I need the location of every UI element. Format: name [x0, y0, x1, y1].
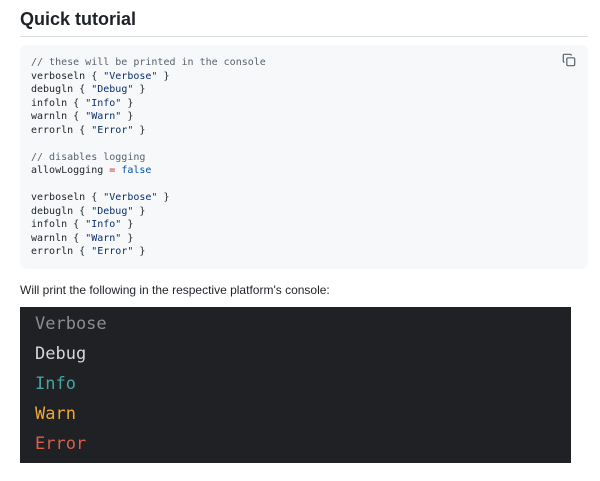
code-token: false — [121, 165, 152, 176]
code-line: verboseln { "Verbose" } — [31, 191, 266, 205]
code-token: "Warn" — [85, 111, 122, 122]
code-token: } — [121, 219, 134, 230]
code-line: infoln { "Info" } — [31, 97, 266, 111]
code-line: debugln { "Debug" } — [31, 83, 266, 97]
description-text: Will print the following in the respecti… — [20, 283, 330, 297]
code-token: "Info" — [85, 97, 122, 109]
code-line: allowLogging = false — [31, 164, 266, 178]
code-token: "Error" — [91, 246, 134, 257]
code-token: allowLogging — [31, 165, 110, 176]
code-token: } — [121, 97, 134, 109]
code-token: errorln { — [31, 124, 92, 136]
code-token: "Info" — [85, 219, 122, 230]
console-line-error: Error — [35, 434, 87, 454]
code-token: "Debug" — [91, 205, 134, 217]
code-token: debugln { — [31, 205, 92, 217]
code-line: errorln { "Error" } — [31, 245, 266, 259]
code-token: errorln { — [31, 246, 92, 257]
code-token: verboseln { — [31, 192, 104, 203]
code-token: } — [157, 70, 170, 82]
console-line-debug: Debug — [35, 344, 87, 364]
code-token: } — [133, 84, 146, 95]
code-token: "Error" — [91, 124, 134, 136]
console-line-warn: Warn — [35, 404, 76, 424]
code-token: "Verbose" — [103, 70, 158, 82]
code-token: } — [121, 232, 134, 244]
code-token: "Verbose" — [103, 192, 158, 203]
code-token: } — [133, 205, 146, 217]
code-token: } — [121, 111, 134, 122]
code-line: errorln { "Error" } — [31, 124, 266, 138]
copy-button[interactable] — [562, 53, 578, 69]
code-token: debugln { — [31, 84, 92, 95]
code-content: // these will be printed in the console v… — [31, 56, 266, 259]
code-line: verboseln { "Verbose" } — [31, 70, 266, 84]
code-line: warnln { "Warn" } — [31, 232, 266, 246]
code-line: infoln { "Info" } — [31, 218, 266, 232]
code-line — [31, 137, 266, 151]
code-line: // these will be printed in the console — [31, 56, 266, 70]
code-token: "Warn" — [85, 232, 122, 244]
code-token: // these will be printed in the console — [31, 57, 266, 68]
code-token: "Debug" — [91, 84, 134, 95]
section-heading: Quick tutorial — [20, 8, 588, 37]
code-token: // disables logging — [31, 151, 146, 163]
console-line-info: Info — [35, 374, 76, 394]
code-token: } — [133, 246, 146, 257]
code-token: verboseln { — [31, 70, 104, 82]
code-token: infoln { — [31, 219, 86, 230]
code-token: warnln { — [31, 111, 86, 122]
code-block: // these will be printed in the console v… — [20, 45, 588, 269]
code-token: = — [109, 165, 116, 176]
code-line: // disables logging — [31, 151, 266, 165]
code-line: warnln { "Warn" } — [31, 110, 266, 124]
code-token: } — [133, 124, 146, 136]
copy-icon — [562, 53, 576, 67]
console-line-verbose: Verbose — [35, 314, 107, 334]
code-token: } — [157, 192, 170, 203]
code-token: infoln { — [31, 97, 86, 109]
code-token: warnln { — [31, 232, 86, 244]
code-line — [31, 178, 266, 192]
code-line: debugln { "Debug" } — [31, 205, 266, 219]
